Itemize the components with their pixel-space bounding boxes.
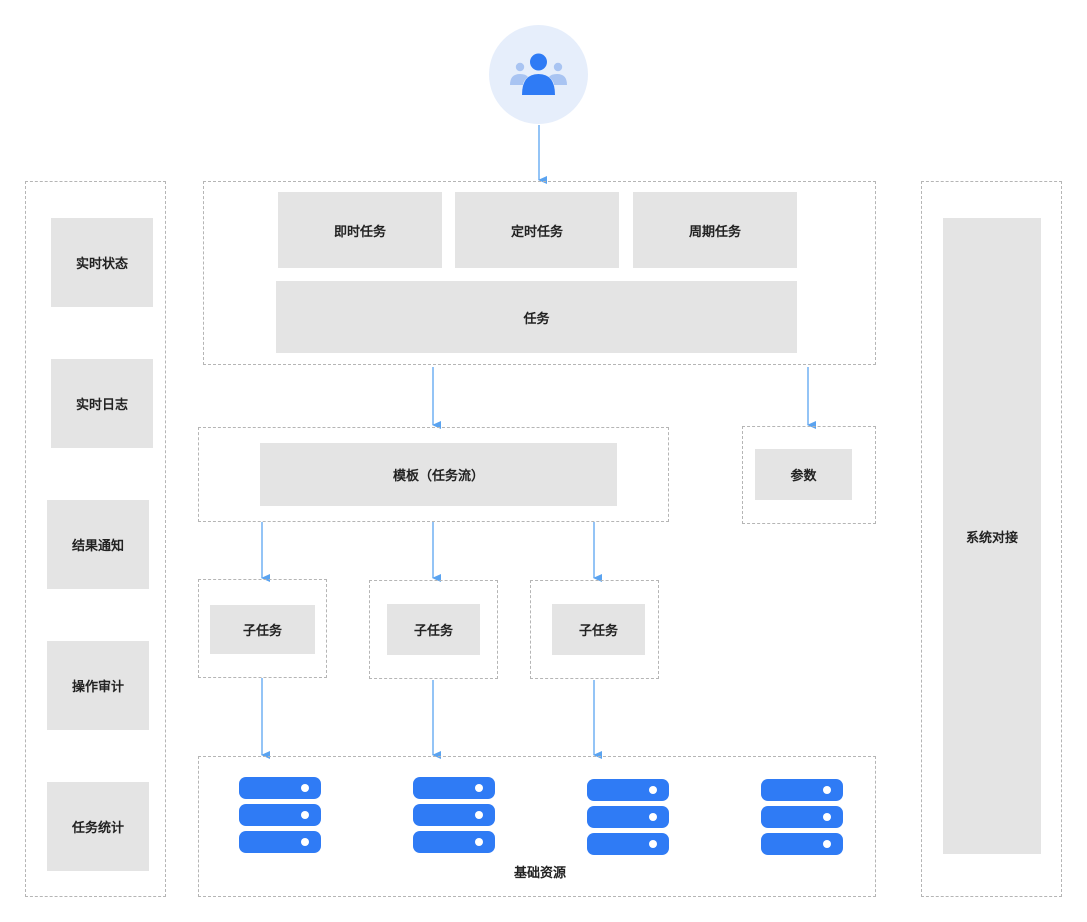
instant-task-box: 即时任务 <box>278 192 442 268</box>
server-rack-icon <box>239 777 321 853</box>
subtask-box-2: 子任务 <box>387 604 480 655</box>
subtask-box-3: 子任务 <box>552 604 645 655</box>
params-group <box>742 426 876 524</box>
users-group-icon <box>510 53 567 95</box>
params-box: 参数 <box>755 449 852 500</box>
server-rack-icon <box>761 779 843 855</box>
operation-audit-box: 操作审计 <box>47 641 149 730</box>
server-rack-icon <box>587 779 669 855</box>
result-notification-box: 结果通知 <box>47 500 149 589</box>
scheduled-task-box: 定时任务 <box>455 192 619 268</box>
server-rack-icon <box>413 777 495 853</box>
resources-label: 基础资源 <box>513 866 566 881</box>
subtask-box-1: 子任务 <box>210 605 315 654</box>
left-panel <box>25 181 166 897</box>
subtask-group-1 <box>198 579 327 678</box>
task-group <box>203 181 876 365</box>
task-statistics-box: 任务统计 <box>47 782 149 871</box>
subtask-group-2 <box>369 580 498 679</box>
template-group <box>198 427 669 522</box>
system-integration-box: 系统对接 <box>943 218 1041 854</box>
resources-group <box>198 756 876 897</box>
template-box: 模板（任务流） <box>260 443 617 506</box>
right-panel <box>921 181 1062 897</box>
realtime-log-box: 实时日志 <box>51 359 153 448</box>
user-avatar-circle <box>489 25 588 124</box>
periodic-task-box: 周期任务 <box>633 192 797 268</box>
subtask-group-3 <box>530 580 659 679</box>
task-box: 任务 <box>276 281 797 353</box>
realtime-status-box: 实时状态 <box>51 218 153 307</box>
